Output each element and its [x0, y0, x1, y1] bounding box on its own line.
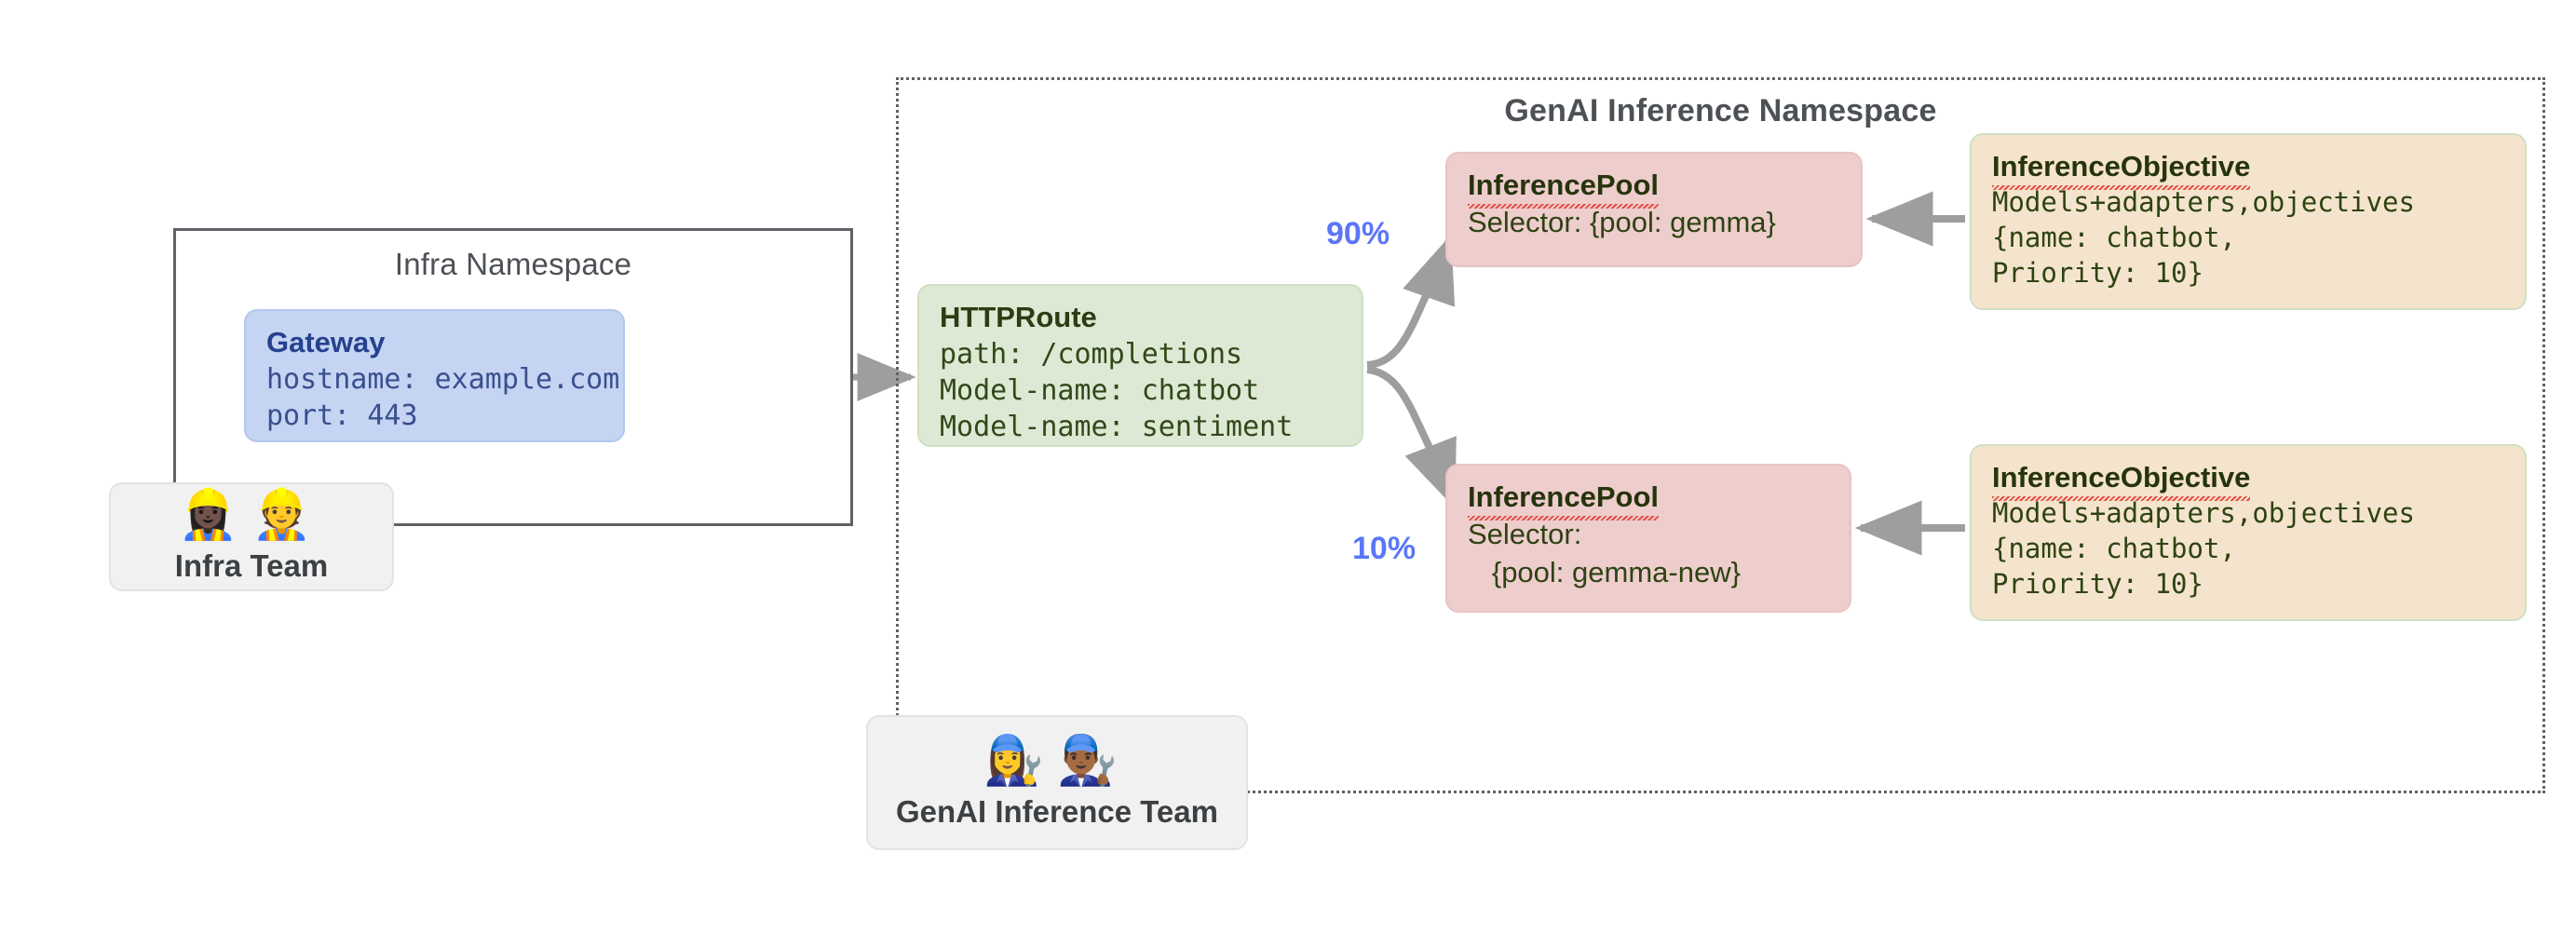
gateway-title: Gateway — [266, 326, 386, 358]
inferencepool-title: InferencePool — [1468, 167, 1842, 210]
genai-namespace-title: GenAI Inference Namespace — [1504, 93, 1937, 128]
spellcheck-underline-text: InferencePool — [1468, 167, 1659, 210]
traffic-split-label-10: 10% — [1352, 531, 1417, 566]
inferencepool-selector: Selector: — [1468, 518, 1582, 551]
inferenceobjective-node-bottom[interactable]: InferenceObjective Models+adapters,objec… — [1970, 444, 2527, 621]
infra-namespace-title: Infra Namespace — [394, 247, 632, 281]
inferenceobjective-name: {name: chatbot, — [1992, 532, 2236, 564]
inferenceobjective-priority: Priority: 10} — [1992, 567, 2203, 600]
genai-inference-namespace-container — [896, 77, 2545, 793]
gateway-hostname: hostname: example.com — [266, 363, 620, 397]
spellcheck-underline-text: InferencePool — [1468, 479, 1659, 521]
httproute-title: HTTPRoute — [940, 301, 1097, 333]
infra-team-label: Infra Team — [174, 548, 329, 583]
inferenceobjective-models: Models+adapters,objectives — [1992, 186, 2415, 219]
inferencepool-selector: Selector: {pool: gemma} — [1468, 206, 1776, 239]
httproute-model-name-sentiment: Model-name: sentiment — [940, 411, 1294, 444]
httproute-path: path: /completions — [940, 338, 1243, 372]
inferenceobjective-node-top[interactable]: InferenceObjective Models+adapters,objec… — [1970, 133, 2527, 310]
inferencepool-node-gemma[interactable]: InferencePool Selector: {pool: gemma} — [1445, 152, 1863, 267]
gateway-node[interactable]: Gateway hostname: example.com port: 443 — [244, 309, 625, 442]
genai-inference-team-label: GenAI Inference Team — [895, 793, 1218, 829]
inferencepool-selector-value: {pool: gemma-new} — [1468, 555, 1741, 588]
inferenceobjective-models: Models+adapters,objectives — [1992, 497, 2415, 530]
inferenceobjective-title: InferenceObjective — [1992, 148, 2506, 191]
spellcheck-underline-text: InferenceObjective — [1992, 459, 2251, 502]
inferenceobjective-title: InferenceObjective — [1992, 459, 2506, 502]
inferenceobjective-priority: Priority: 10} — [1992, 256, 2203, 289]
spellcheck-underline-text: InferenceObjective — [1992, 148, 2251, 191]
mechanic-worker-icon: 👩‍🔧👨🏾‍🔧 — [983, 732, 1131, 789]
httproute-node[interactable]: HTTPRoute path: /completions Model-name:… — [917, 284, 1363, 447]
traffic-split-label-90: 90% — [1326, 216, 1390, 251]
genai-inference-team-card[interactable]: 👩‍🔧👨🏾‍🔧 GenAI Inference Team — [866, 715, 1248, 850]
gateway-port: port: 443 — [266, 399, 418, 433]
construction-worker-icon: 👷🏿‍♀️👷 — [178, 486, 325, 543]
inferencepool-title: InferencePool — [1468, 479, 1831, 521]
infra-team-card[interactable]: 👷🏿‍♀️👷 Infra Team — [109, 482, 394, 591]
inferenceobjective-name: {name: chatbot, — [1992, 221, 2236, 253]
httproute-model-name-chatbot: Model-name: chatbot — [940, 374, 1260, 408]
inferencepool-node-gemma-new[interactable]: InferencePool Selector: {pool: gemma-new… — [1445, 464, 1851, 613]
